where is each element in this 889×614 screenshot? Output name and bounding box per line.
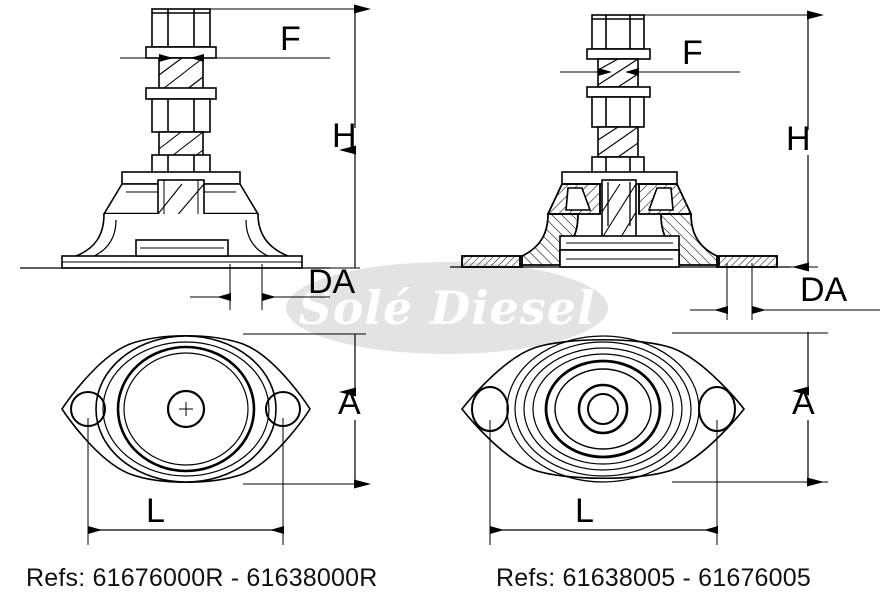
thick-ring [544,359,662,459]
outer-ring [95,335,277,483]
dimension-label-H-right: H [786,120,811,158]
caption-left-refs: Refs: 61676000R - 61638000R [26,564,378,592]
dimension-label-F-right: F [682,34,703,72]
caption-right-refs: Refs: 61638005 - 61676005 [496,564,811,592]
mounting-flange [461,249,778,268]
centre-boss-inner [587,393,619,425]
middle-hex-nut [591,96,645,128]
dimension-L-right [489,420,718,545]
upper-stud [597,58,639,88]
cone-section-right [638,183,693,215]
dimension-A-right [672,332,828,487]
base-skirt [519,213,720,266]
dimension-H-right [644,10,824,272]
dimension-label-L-right: L [575,492,594,530]
middle-washer [586,86,651,98]
dimension-H-left [210,4,371,269]
dimension-label-A-left: A [338,384,361,422]
dimension-DA-right [690,263,880,320]
right-elevation-view [450,10,880,320]
top-hex-nut [591,14,645,50]
dimension-A-left [243,333,371,489]
top-hex-nut [151,8,211,48]
centre-boss [166,389,206,429]
left-plan-view [61,333,371,545]
centre-crosshair [179,402,193,416]
dimension-label-L-left: L [146,492,165,530]
inner-sleeve [601,179,637,243]
dimension-label-H-left: H [332,117,357,155]
top-washer [145,46,217,59]
mounting-flange [61,239,303,269]
top-washer [586,48,651,60]
dimension-DA-left [190,264,330,310]
lower-stud [597,126,639,158]
left-elevation-view [20,4,371,310]
dimension-label-DA-right: DA [800,271,848,309]
dimension-label-A-right: A [792,384,815,422]
cone-section-left [546,183,601,215]
middle-hex-nut [151,98,211,133]
thick-ring [116,345,256,473]
right-plan-view [460,332,828,545]
dimension-label-F-left: F [280,20,301,58]
dimension-F-left [120,54,330,62]
dimension-L-left [87,418,284,545]
centre-boss-outer [577,383,629,435]
dimension-label-DA-left: DA [308,263,356,301]
middle-washer [145,87,217,100]
